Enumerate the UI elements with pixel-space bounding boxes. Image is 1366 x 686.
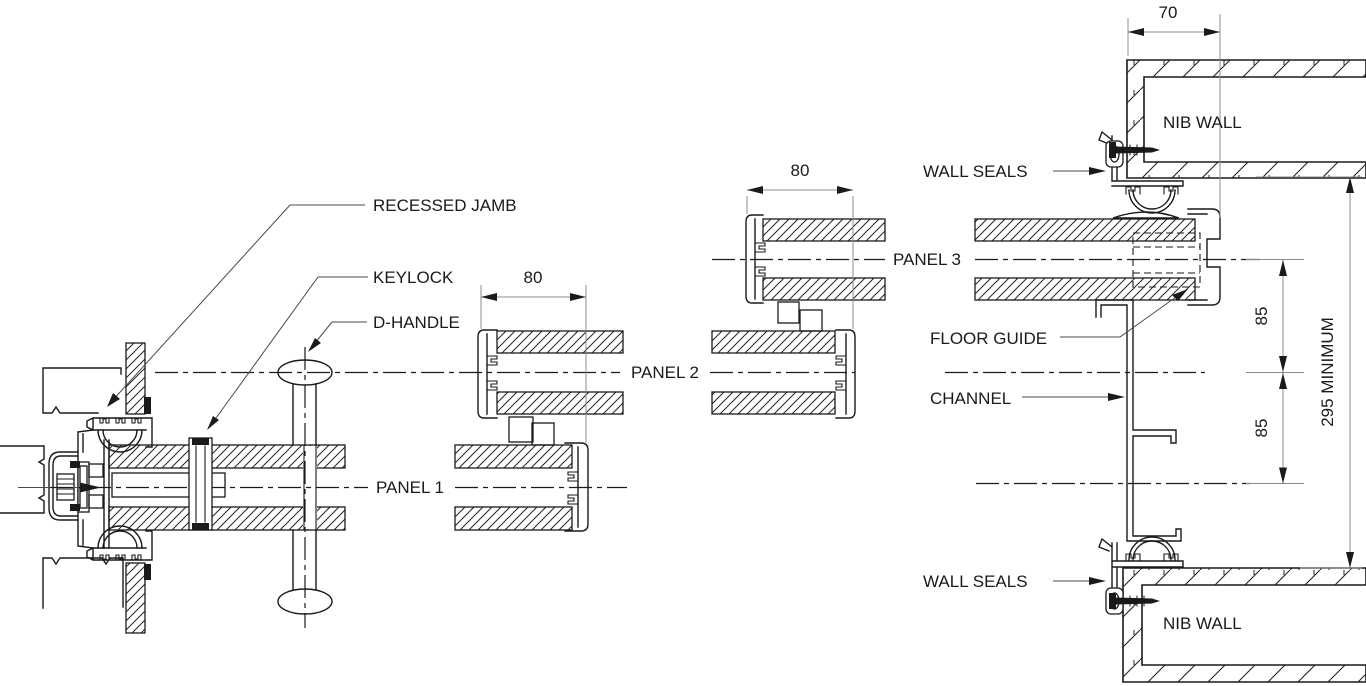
interlock-panel2-panel3 [777, 301, 823, 332]
panel-3 [712, 208, 1260, 306]
d-handle [277, 347, 333, 628]
dimension-295-minimum: 295 MINIMUM [1256, 176, 1362, 569]
leader-wall-seals-bottom [1053, 577, 1106, 585]
label-keylock: KEYLOCK [373, 268, 454, 287]
plasterboard-top [125, 342, 146, 415]
wall-seal-bottom-assembly [1098, 536, 1184, 615]
dim-295-text: 295 MINIMUM [1318, 317, 1337, 427]
nib-wall-top-section [1126, 59, 1366, 179]
panel-1 [50, 437, 627, 532]
leader-wall-seals-top [1053, 167, 1106, 175]
stud-track-top [42, 367, 122, 414]
panel2-skin [496, 330, 624, 354]
panel2-skin [496, 391, 624, 415]
stud-track-bottom [42, 557, 124, 609]
panel-2 [155, 329, 856, 419]
track-centerlines [945, 371, 1250, 485]
floor-guide-detail [1132, 232, 1201, 288]
jamb-housing [48, 451, 79, 521]
leader-channel [1022, 393, 1125, 401]
leader-d-handle [308, 321, 367, 352]
gasket-bottom [144, 564, 151, 580]
jamb-sill-profile [86, 525, 153, 561]
label-panel-3: PANEL 3 [893, 250, 961, 269]
label-channel: CHANNEL [930, 389, 1011, 408]
dim-85-text: 85 [1252, 419, 1271, 438]
dimension-85-lower: 85 [1246, 372, 1304, 484]
label-recessed-jamb: RECESSED JAMB [373, 196, 517, 215]
floor-channel [1095, 299, 1182, 542]
dim-80-text: 80 [524, 268, 543, 287]
panel1-skin [108, 444, 346, 469]
label-nib-wall-top: NIB WALL [1163, 113, 1242, 132]
plasterboard-bottom [125, 562, 146, 634]
wall-seal-top-assembly [1098, 130, 1184, 219]
dimension-70: 70 [1127, 3, 1221, 218]
seal-clip-hook [1098, 130, 1113, 145]
screw-icon [1109, 142, 1160, 158]
panel3-end-cap [1187, 208, 1221, 306]
dim-80-text: 80 [791, 161, 810, 180]
panel1-skin [454, 506, 573, 531]
wall-bracket-left [0, 445, 45, 514]
dimension-85-upper: 85 [1246, 259, 1304, 373]
label-panel-2: PANEL 2 [631, 363, 699, 382]
panel3-skin [974, 277, 1196, 301]
leader-keylock [207, 276, 368, 430]
keylock-block [188, 437, 213, 531]
label-d-handle: D-HANDLE [373, 313, 460, 332]
lock-mortise-box [111, 472, 226, 498]
dim-70-text: 70 [1159, 3, 1178, 22]
brush-seal-top [1128, 189, 1176, 214]
nib-wall-bottom-section [1122, 567, 1366, 683]
dimension-80-panel3: 80 [746, 161, 854, 329]
seal-pad [1112, 211, 1180, 219]
label-panel-1: PANEL 1 [376, 478, 444, 497]
dimension-80-panel2: 80 [480, 268, 587, 443]
leader-floor-guide [1060, 289, 1188, 338]
dim-85-text: 85 [1252, 307, 1271, 326]
handle-stems [292, 383, 317, 591]
panel2-skin [711, 330, 836, 354]
gasket-top [144, 397, 151, 414]
panel2-skin [711, 391, 836, 415]
panel3-skin [762, 218, 886, 242]
leader-recessed-jamb [107, 204, 365, 407]
screw-icon [1109, 593, 1160, 609]
label-floor-guide: FLOOR GUIDE [930, 329, 1047, 348]
panel2-left-cap [477, 329, 498, 419]
panel3-skin [974, 218, 1196, 242]
seal-clip-hook [1098, 537, 1113, 552]
label-wall-seals-top: WALL SEALS [923, 162, 1028, 181]
panel3-skin [762, 277, 886, 301]
label-wall-seals-bottom: WALL SEALS [923, 572, 1028, 591]
interlock-panel1-panel2 [508, 416, 555, 446]
panel1-skin [454, 444, 573, 469]
panel1-skin [108, 506, 346, 531]
panel2-right-cap [835, 329, 856, 419]
label-nib-wall-bottom: NIB WALL [1163, 614, 1242, 633]
